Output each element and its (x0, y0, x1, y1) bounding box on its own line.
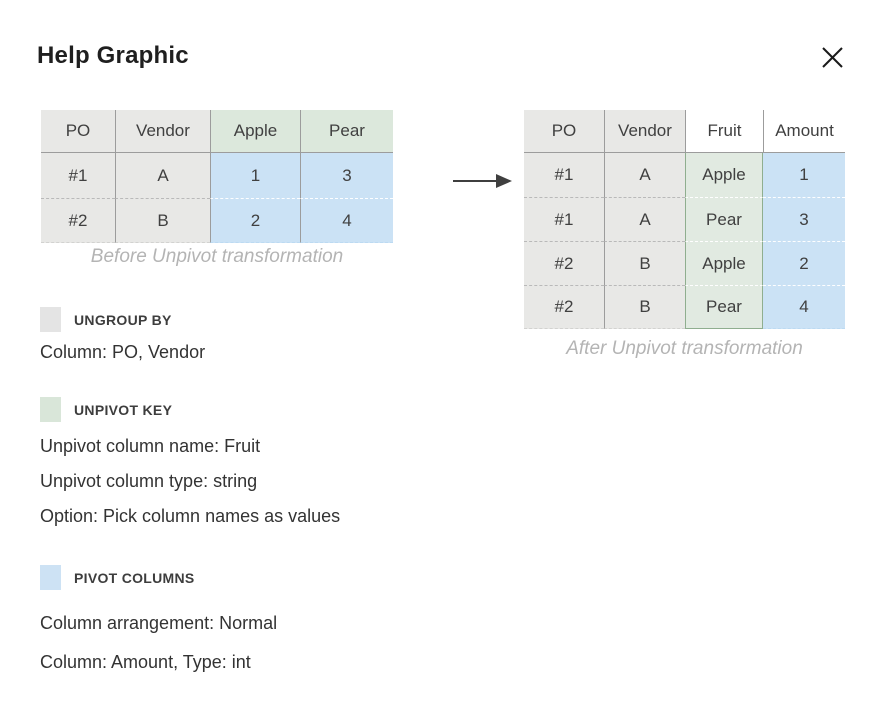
after-table: PO Vendor Fruit Amount #1 A Apple 1 #1 A… (524, 110, 845, 329)
header-cell: Vendor (604, 110, 685, 153)
data-cell: Apple (685, 241, 763, 285)
legend-line: Column arrangement: Normal (40, 613, 278, 633)
data-cell: #1 (41, 153, 115, 198)
legend-line: Column: Amount, Type: int (40, 652, 251, 672)
close-button[interactable] (815, 40, 849, 74)
data-cell: Pear (685, 285, 763, 329)
data-cell: 4 (300, 198, 393, 243)
data-cell: 2 (763, 241, 845, 285)
legend-pivot-columns-header: PIVOT COLUMNS (40, 565, 195, 590)
data-cell: Pear (685, 197, 763, 241)
header-cell: Vendor (115, 110, 210, 153)
data-cell: B (604, 285, 685, 329)
pivot-columns-swatch (40, 565, 61, 590)
header-cell: Amount (763, 110, 845, 153)
data-cell: 3 (763, 197, 845, 241)
legend-ungroup-header: UNGROUP BY (40, 307, 172, 332)
data-cell: #2 (41, 198, 115, 243)
close-icon (821, 46, 843, 68)
data-cell: B (604, 241, 685, 285)
header-cell: Apple (210, 110, 300, 153)
data-cell: Apple (685, 153, 763, 197)
ungroup-swatch (40, 307, 61, 332)
header-cell: Pear (300, 110, 393, 153)
legend-unpivot-key-header: UNPIVOT KEY (40, 397, 172, 422)
after-caption: After Unpivot transformation (566, 338, 803, 359)
header-cell: PO (41, 110, 115, 153)
data-cell: #2 (524, 241, 604, 285)
data-cell: A (604, 153, 685, 197)
data-cell: 4 (763, 285, 845, 329)
legend-label: PIVOT COLUMNS (74, 569, 195, 586)
data-cell: 1 (763, 153, 845, 197)
unpivot-key-swatch (40, 397, 61, 422)
header-cell: PO (524, 110, 604, 153)
legend-line: Unpivot column name: Fruit (40, 436, 261, 456)
header-cell: Fruit (685, 110, 763, 153)
data-cell: B (115, 198, 210, 243)
transform-arrow-icon (453, 174, 512, 188)
data-cell: A (115, 153, 210, 198)
data-cell: A (604, 197, 685, 241)
data-cell: 3 (300, 153, 393, 198)
data-cell: 1 (210, 153, 300, 198)
before-caption: Before Unpivot transformation (90, 246, 344, 267)
before-table: PO Vendor Apple Pear #1 A 1 3 #2 B 2 4 (41, 110, 393, 243)
dialog-title: Help Graphic (37, 42, 189, 69)
legend-line: Unpivot column type: string (40, 471, 258, 491)
data-cell: #1 (524, 197, 604, 241)
legend-line: Option: Pick column names as values (40, 506, 341, 526)
legend-line: Column: PO, Vendor (40, 342, 206, 362)
data-cell: #1 (524, 153, 604, 197)
legend-label: UNGROUP BY (74, 311, 172, 328)
data-cell: 2 (210, 198, 300, 243)
data-cell: #2 (524, 285, 604, 329)
legend-label: UNPIVOT KEY (74, 401, 173, 418)
